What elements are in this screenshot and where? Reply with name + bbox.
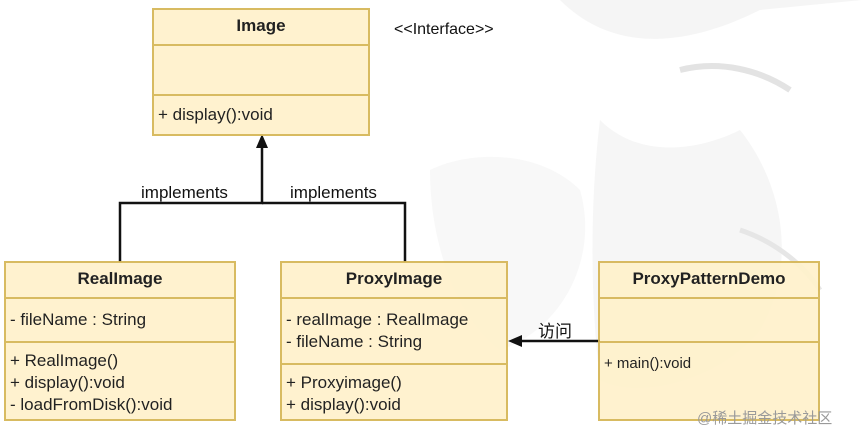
interface-stereotype: <<Interface>> [394,21,494,38]
proxyimage-method: + Proxyimage() [286,373,402,392]
proxyimage-method: + display():void [286,395,401,414]
image-interface-box: Image + display():void [152,8,370,136]
watermark-text: @稀土掘金技术社区 [697,410,833,427]
demo-class-box: ProxyPatternDemo + main():void [598,261,820,421]
demo-attributes-section [600,297,818,341]
realimage-method: - loadFromDisk():void [10,395,173,414]
access-arrowhead [508,335,522,347]
realimage-method: + RealImage() [10,351,119,370]
realimage-class-name: RealImage [77,269,163,288]
proxyimage-class-name: ProxyImage [345,269,443,288]
demo-methods-section: + main():void [600,341,818,419]
realimage-attribute: - fileName : String [10,310,147,329]
proxyimage-class-box: ProxyImage - realImage : RealImage - fil… [280,261,508,421]
realimage-attributes-section: - fileName : String [6,297,234,341]
realimage-class-box: RealImage - fileName : String + RealImag… [4,261,236,421]
implements-label-left: implements [141,183,228,202]
implements-label-right: implements [290,183,377,202]
image-class-name: Image [236,16,286,35]
demo-class-name: ProxyPatternDemo [632,269,786,288]
demo-method: + main():void [604,355,692,372]
image-attributes-section [154,44,368,94]
realimage-methods-section: + RealImage() + display():void - loadFro… [6,341,234,419]
implements-arrowhead [256,134,268,148]
realimage-method: + display():void [10,373,125,392]
access-label: 访问 [538,322,572,341]
proxyimage-methods-section: + Proxyimage() + display():void [282,363,506,419]
proxyimage-attribute: - realImage : RealImage [286,310,469,329]
proxyimage-attribute: - fileName : String [286,332,423,351]
implements-line-left [118,140,264,262]
image-method: + display():void [158,105,273,124]
proxyimage-attributes-section: - realImage : RealImage - fileName : Str… [282,297,506,363]
implements-line-right [262,201,407,262]
image-methods-section: + display():void [154,94,368,134]
